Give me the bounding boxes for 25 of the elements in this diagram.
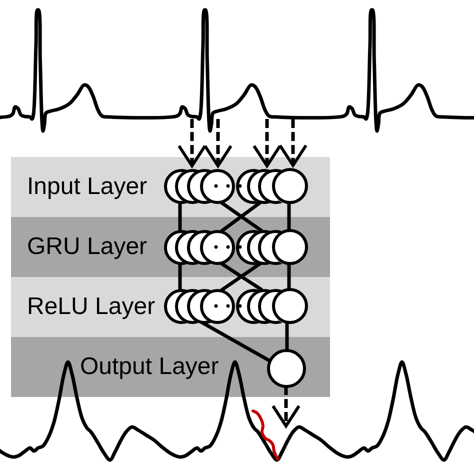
arrow xyxy=(278,119,308,167)
connector-line xyxy=(287,264,291,290)
neuron-circle xyxy=(272,168,308,204)
connector-line xyxy=(178,263,182,290)
arrow xyxy=(204,119,232,168)
layer-band xyxy=(11,277,330,337)
arrow xyxy=(272,386,300,428)
connector-line xyxy=(178,202,182,231)
arrow xyxy=(178,119,206,168)
neuron-circle xyxy=(200,168,235,204)
neuron-circle xyxy=(272,288,308,324)
neuron-circle xyxy=(266,348,306,388)
neuron-circle xyxy=(200,230,235,264)
layer-band xyxy=(11,157,330,217)
connector-line xyxy=(285,322,289,350)
layer-band xyxy=(11,337,330,397)
neuron-circle xyxy=(200,288,235,324)
layer-label: ReLU Layer xyxy=(27,294,156,320)
layer-label: Output Layer xyxy=(80,354,219,380)
arrow xyxy=(252,119,282,168)
neuron-circle xyxy=(272,229,308,265)
layer-label: Input Layer xyxy=(27,174,148,200)
connector-line xyxy=(287,202,291,230)
layer-band xyxy=(11,217,330,277)
layer-label: GRU Layer xyxy=(27,234,148,260)
